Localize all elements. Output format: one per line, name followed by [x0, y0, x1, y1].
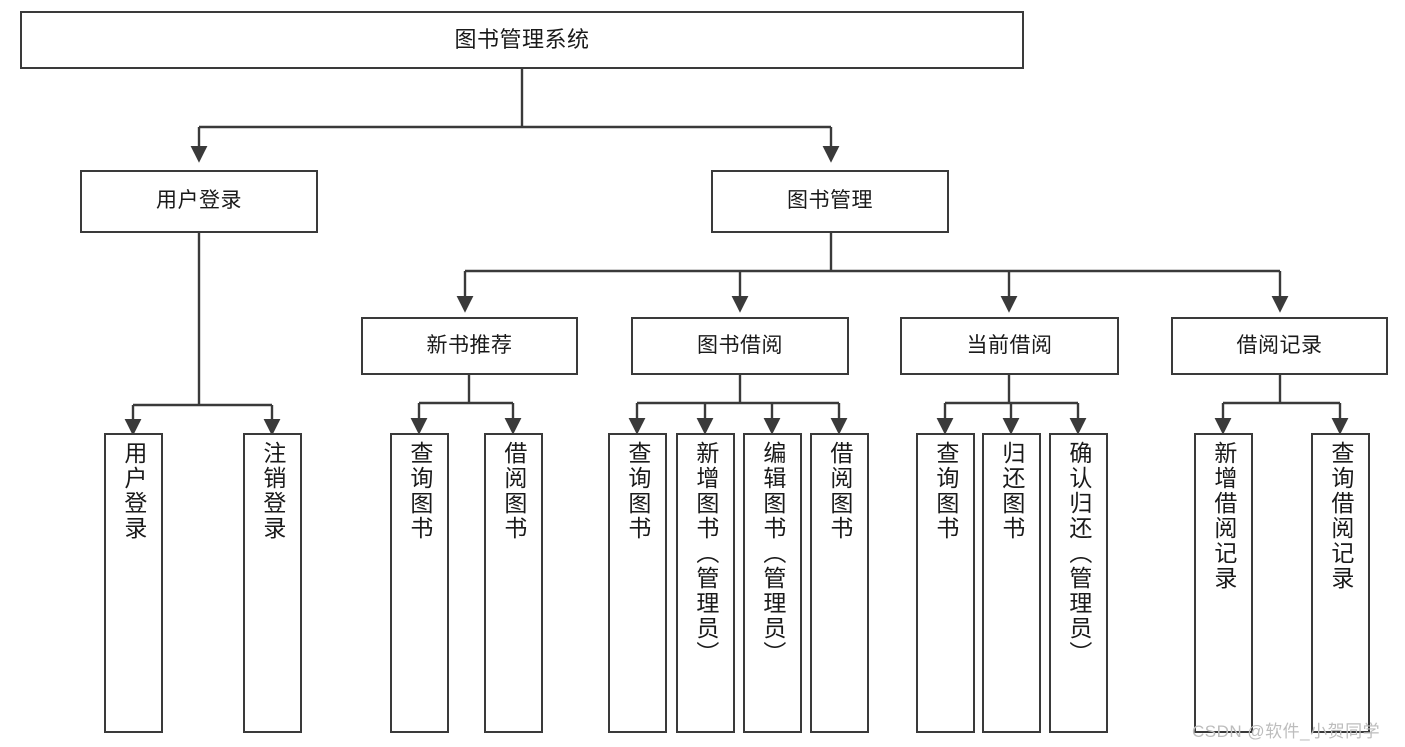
node-borrow-record[interactable]: 借阅记录 — [1171, 317, 1388, 375]
csdn-watermark: CSDN @软件_小贺同学 — [1192, 722, 1381, 741]
node-leaf-user-login[interactable]: 用户登录 — [104, 433, 163, 733]
node-label: 图书管理系统 — [454, 27, 590, 53]
node-label: 图书借阅 — [697, 333, 783, 357]
node-label: 归还图书 — [998, 441, 1025, 541]
node-user-login[interactable]: 用户登录 — [80, 170, 318, 233]
node-label: 图书管理 — [787, 189, 873, 213]
node-leaf-query-book-2[interactable]: 查询图书 — [608, 433, 667, 733]
node-current-borrow[interactable]: 当前借阅 — [900, 317, 1119, 375]
node-label: 用户登录 — [156, 189, 242, 213]
node-label: 用户登录 — [120, 441, 147, 541]
node-root-system[interactable]: 图书管理系统 — [20, 11, 1024, 69]
node-label: 查询图书 — [932, 441, 959, 541]
node-leaf-add-book[interactable]: 新增图书（管理员） — [676, 433, 735, 733]
node-book-borrow[interactable]: 图书借阅 — [631, 317, 849, 375]
node-leaf-query-book-1[interactable]: 查询图书 — [390, 433, 449, 733]
node-label: 当前借阅 — [966, 333, 1053, 357]
node-label: 借阅记录 — [1236, 333, 1323, 357]
node-label: 新增图书（管理员） — [692, 441, 719, 666]
node-leaf-query-borrow-record[interactable]: 查询借阅记录 — [1311, 433, 1370, 733]
node-leaf-return-book[interactable]: 归还图书 — [982, 433, 1041, 733]
node-new-book-recommend[interactable]: 新书推荐 — [361, 317, 578, 375]
node-leaf-query-book-3[interactable]: 查询图书 — [916, 433, 975, 733]
node-leaf-add-borrow-record[interactable]: 新增借阅记录 — [1194, 433, 1253, 733]
node-label: 注销登录 — [259, 441, 286, 541]
node-leaf-edit-book[interactable]: 编辑图书（管理员） — [743, 433, 802, 733]
node-book-management[interactable]: 图书管理 — [711, 170, 949, 233]
node-label: 借阅图书 — [826, 441, 853, 541]
node-leaf-borrow-book-1[interactable]: 借阅图书 — [484, 433, 543, 733]
node-label: 查询图书 — [406, 441, 433, 541]
node-label: 新增借阅记录 — [1210, 441, 1237, 591]
node-label: 查询图书 — [624, 441, 651, 541]
node-label: 借阅图书 — [500, 441, 527, 541]
node-label: 查询借阅记录 — [1327, 441, 1354, 591]
node-label: 编辑图书（管理员） — [759, 441, 786, 666]
node-label: 新书推荐 — [426, 333, 513, 357]
node-leaf-confirm-return[interactable]: 确认归还（管理员） — [1049, 433, 1108, 733]
node-leaf-logout-login[interactable]: 注销登录 — [243, 433, 302, 733]
node-label: 确认归还（管理员） — [1065, 441, 1092, 666]
node-leaf-borrow-book-2[interactable]: 借阅图书 — [810, 433, 869, 733]
